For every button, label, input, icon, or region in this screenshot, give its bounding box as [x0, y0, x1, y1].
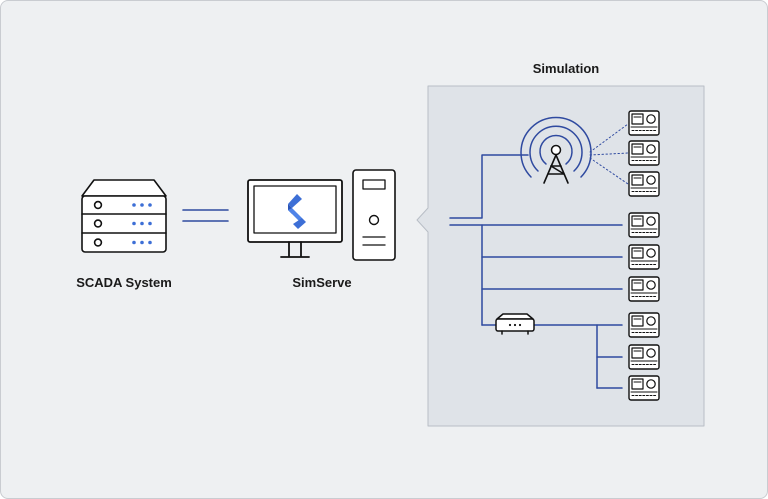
device-icon	[628, 110, 660, 136]
device-icon	[628, 244, 660, 270]
device-icon	[628, 344, 660, 370]
simserve-label: SimServe	[292, 275, 352, 290]
wireless-links	[589, 123, 629, 185]
simulation-bus-lines	[449, 154, 623, 389]
scada-system-label: SCADA System	[76, 275, 172, 290]
router-icon	[495, 313, 535, 335]
simserve-logo-icon	[288, 194, 306, 229]
device-icon	[628, 212, 660, 238]
simulation-panel	[416, 85, 705, 427]
server-tower-icon	[352, 169, 396, 261]
simulation-label: Simulation	[532, 61, 600, 76]
device-icon	[628, 140, 660, 166]
device-icon	[628, 171, 660, 197]
monitor-icon	[247, 179, 343, 258]
device-icon	[628, 312, 660, 338]
device-icon	[628, 276, 660, 302]
scada-simserve-link	[182, 209, 229, 222]
scada-server-icon	[81, 179, 167, 253]
radio-tower-icon	[520, 116, 592, 184]
device-icon	[628, 375, 660, 401]
